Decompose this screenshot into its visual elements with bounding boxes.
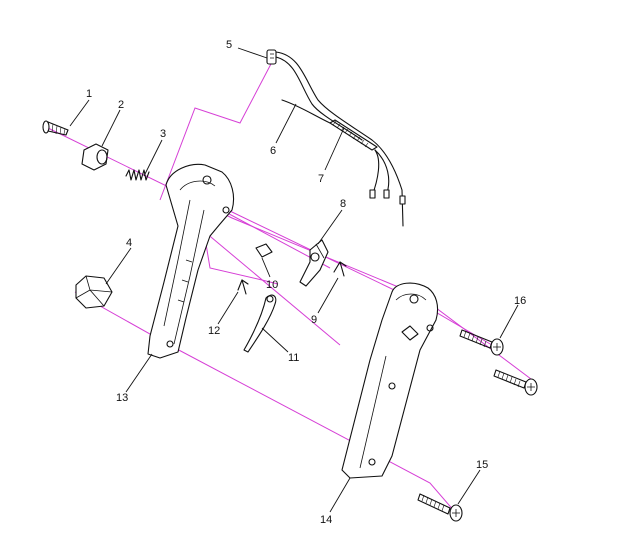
- callout-11: 11: [288, 352, 299, 364]
- part-13-handle-half: [147, 163, 235, 359]
- part-2-bushing: [81, 143, 109, 171]
- callout-10: 10: [266, 279, 278, 291]
- part-9-clip: [333, 261, 347, 277]
- callout-labels: 1 2 3 4 5 6 7 8 9 10 11 12 13 14 15 16: [86, 39, 526, 526]
- part-1-screw: [42, 120, 69, 136]
- part-5-connector: [266, 49, 277, 65]
- callout-6: 6: [270, 145, 276, 157]
- callout-16: 16: [514, 295, 526, 307]
- alignment-lines: [47, 61, 536, 513]
- part-16-screw-upper: [459, 329, 504, 356]
- part-14-handle-half: [341, 282, 439, 479]
- callout-2: 2: [118, 99, 124, 111]
- callout-1: 1: [86, 88, 92, 100]
- part-6-7-wire-harness: [275, 51, 406, 227]
- callout-13: 13: [116, 392, 128, 404]
- callout-4: 4: [126, 237, 132, 249]
- part-12-spring: [237, 279, 249, 295]
- part-4-hex-nut: [75, 275, 113, 309]
- part-11-trigger: [243, 294, 277, 353]
- callout-leaders: [69, 47, 519, 513]
- callout-12: 12: [208, 325, 220, 337]
- part-8-trigger-lock: [299, 239, 329, 287]
- part-15-screw: [417, 493, 463, 522]
- callout-15: 15: [476, 459, 488, 471]
- callout-8: 8: [340, 198, 346, 210]
- part-16-screw-lower: [493, 369, 538, 396]
- callout-5: 5: [226, 39, 232, 51]
- callout-7: 7: [318, 173, 324, 185]
- callout-3: 3: [160, 128, 166, 140]
- callout-9: 9: [311, 314, 317, 326]
- callout-14: 14: [320, 514, 332, 526]
- part-10-block: [255, 243, 273, 258]
